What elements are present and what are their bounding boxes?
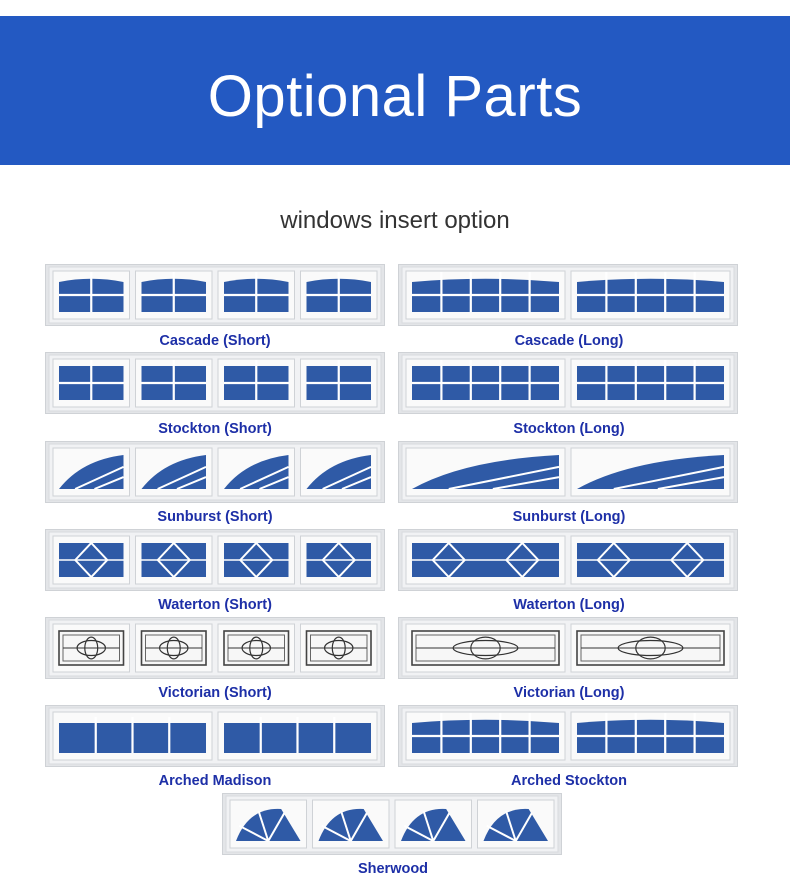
option-stockton-long[interactable]: Stockton (Long) [398,352,740,438]
window-pane [217,535,295,585]
window-pane [52,711,213,761]
window-pane [312,799,390,849]
window-insert-image [45,529,385,591]
section-title: windows insert option [280,207,510,234]
window-pane [135,447,213,497]
window-pane [52,270,130,320]
window-insert-image [45,264,385,326]
window-insert-image [398,441,738,503]
window-pane [405,535,566,585]
window-pane [217,270,295,320]
window-pane [405,623,566,673]
option-waterton-short[interactable]: Waterton (Short) [45,529,385,615]
window-pane [477,799,555,849]
option-sunburst-short[interactable]: Sunburst (Short) [45,441,385,527]
option-label: Waterton (Long) [513,597,625,613]
window-pane [300,623,378,673]
option-label: Stockton (Long) [513,421,625,437]
window-insert-image [45,352,385,414]
window-pane [52,358,130,408]
option-waterton-long[interactable]: Waterton (Long) [398,529,740,615]
window-pane [52,623,130,673]
window-pane [570,270,731,320]
window-pane [135,535,213,585]
window-pane [217,711,378,761]
option-cascade-short[interactable]: Cascade (Short) [45,264,385,350]
window-pane [570,358,731,408]
window-pane [217,358,295,408]
window-pane [570,623,731,673]
window-pane [217,623,295,673]
window-pane [135,623,213,673]
window-pane [135,358,213,408]
option-arched-stockton[interactable]: Arched Stockton [398,705,740,791]
window-pane [570,447,731,497]
window-pane [405,711,566,761]
window-pane [394,799,472,849]
window-pane [405,447,566,497]
option-cascade-long[interactable]: Cascade (Long) [398,264,740,350]
option-label: Waterton (Short) [158,597,272,613]
option-label: Victorian (Short) [158,685,272,701]
window-insert-image [398,264,738,326]
window-insert-image [45,441,385,503]
option-label: Sunburst (Short) [157,509,273,525]
option-stockton-short[interactable]: Stockton (Short) [45,352,385,438]
option-sherwood[interactable]: Sherwood [222,793,564,883]
option-label: Sherwood [357,861,429,877]
window-insert-image [45,705,385,767]
window-pane [300,270,378,320]
window-pane [300,358,378,408]
option-label: Sunburst (Long) [512,509,626,525]
window-pane [229,799,307,849]
window-pane [570,711,731,761]
window-insert-image [398,352,738,414]
window-insert-image [222,793,562,855]
option-label: Arched Madison [158,773,272,789]
option-label: Cascade (Short) [159,333,271,349]
option-label: Arched Stockton [510,773,627,789]
option-victorian-short[interactable]: Victorian (Short) [45,617,385,703]
window-pane [405,358,566,408]
option-label: Cascade (Long) [514,333,624,349]
header-banner: Optional Parts [0,16,790,165]
window-insert-image [398,705,738,767]
option-label: Stockton (Short) [158,421,272,437]
window-pane [217,447,295,497]
window-pane [300,447,378,497]
window-pane [52,535,130,585]
window-pane [52,447,130,497]
window-insert-image [398,529,738,591]
window-insert-image [398,617,738,679]
window-pane [135,270,213,320]
window-pane [570,535,731,585]
option-sunburst-long[interactable]: Sunburst (Long) [398,441,740,527]
option-victorian-long[interactable]: Victorian (Long) [398,617,740,703]
window-pane [405,270,566,320]
page-title: Optional Parts [207,64,583,129]
option-label: Victorian (Long) [513,685,625,701]
window-insert-image [45,617,385,679]
option-arched-madison[interactable]: Arched Madison [45,705,385,791]
window-pane [300,535,378,585]
